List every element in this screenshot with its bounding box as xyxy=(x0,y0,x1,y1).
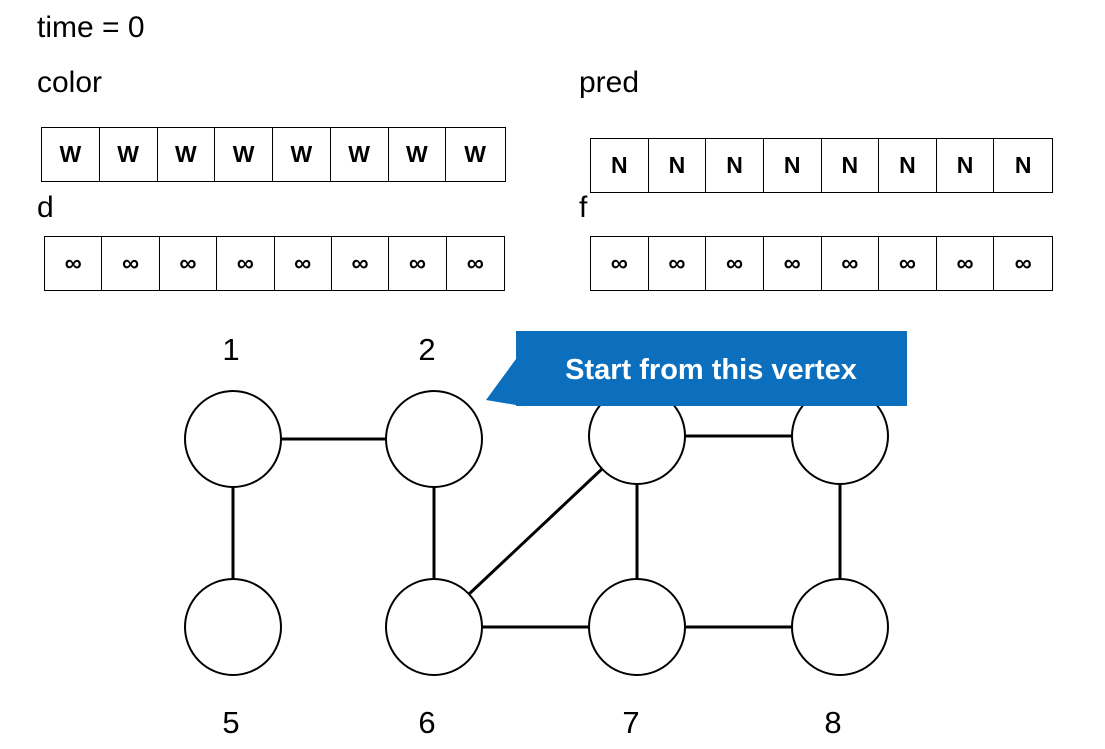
pred-cell: N xyxy=(591,139,649,192)
pred-cell: N xyxy=(649,139,707,192)
f-cell: ∞ xyxy=(822,237,880,290)
vertex-8[interactable] xyxy=(791,578,889,676)
d-cell: ∞ xyxy=(332,237,390,290)
pred-cell: N xyxy=(706,139,764,192)
vertex-label-7: 7 xyxy=(622,705,639,740)
graph-vertices xyxy=(184,387,889,676)
callout-text: Start from this vertex xyxy=(565,354,857,386)
pred-array: N N N N N N N N xyxy=(590,138,1053,193)
f-cell: ∞ xyxy=(1014,249,1032,277)
vertex-label-2: 2 xyxy=(418,332,435,367)
callout: Start from this vertex xyxy=(486,331,907,406)
f-cell: ∞ xyxy=(937,237,995,290)
f-array: ∞ ∞ ∞ ∞ ∞ ∞ ∞ ∞ xyxy=(590,236,1053,291)
pred-cell: N xyxy=(764,139,822,192)
d-cell: ∞ xyxy=(45,237,103,290)
color-cell: W xyxy=(215,128,273,181)
color-cell: W xyxy=(158,128,216,181)
color-array: W W W W W W W W xyxy=(41,127,506,182)
vertex-label-8: 8 xyxy=(824,705,841,740)
f-array-label: f xyxy=(579,191,588,224)
graph-edges xyxy=(231,434,842,629)
f-cell: ∞ xyxy=(879,237,937,290)
vertex-2[interactable] xyxy=(385,390,483,488)
d-cell: ∞ xyxy=(389,237,447,290)
d-cell: ∞ xyxy=(217,237,275,290)
d-cell: ∞ xyxy=(275,237,332,290)
f-cell: ∞ xyxy=(649,237,707,290)
vertex-7[interactable] xyxy=(588,578,686,676)
color-cell: W xyxy=(464,141,486,167)
color-cell: W xyxy=(100,128,158,181)
pred-cell: N xyxy=(1014,152,1032,178)
vertex-label-1: 1 xyxy=(222,332,239,367)
d-array: ∞ ∞ ∞ ∞ ∞ ∞ ∞ ∞ xyxy=(44,236,505,291)
pred-array-label: pred xyxy=(579,66,640,99)
vertex-label-5: 5 xyxy=(222,705,239,740)
time-label: time = 0 xyxy=(37,11,145,44)
f-cell: ∞ xyxy=(706,237,764,290)
pred-cell: N xyxy=(822,139,880,192)
f-cell: ∞ xyxy=(591,237,649,290)
color-cell: W xyxy=(389,128,447,181)
f-cell: ∞ xyxy=(764,237,822,290)
pred-cell: N xyxy=(937,139,995,192)
vertex-6[interactable] xyxy=(385,578,483,676)
vertex-labels: 1 2 5 6 7 8 xyxy=(222,332,841,740)
color-cell: W xyxy=(42,128,100,181)
vertex-label-6: 6 xyxy=(418,705,435,740)
callout-box xyxy=(516,331,907,406)
callout-pointer xyxy=(486,359,516,405)
d-cell: ∞ xyxy=(102,237,160,290)
vertex-1[interactable] xyxy=(184,390,282,488)
color-cell: W xyxy=(273,128,331,181)
d-array-label: d xyxy=(37,191,54,224)
vertex-5[interactable] xyxy=(184,578,282,676)
color-array-label: color xyxy=(37,66,103,99)
d-cell: ∞ xyxy=(466,249,484,277)
d-cell: ∞ xyxy=(160,237,218,290)
color-cell: W xyxy=(331,128,389,181)
pred-cell: N xyxy=(879,139,937,192)
